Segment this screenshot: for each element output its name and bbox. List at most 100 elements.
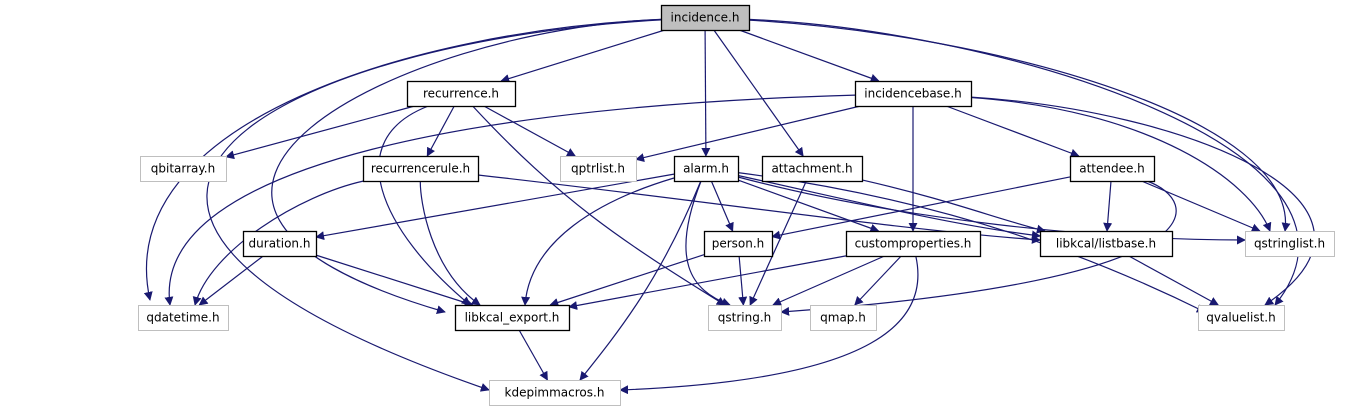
node-qstringlist: qstringlist.h <box>1245 231 1335 257</box>
edge-incidence-to-attachment <box>713 29 804 157</box>
edge-incidencebase-to-attendee <box>945 105 1080 158</box>
node-box <box>138 305 229 331</box>
edge-incidence-to-qdatetime <box>143 18 662 301</box>
edge-alarm-to-qstringlist <box>737 176 1246 245</box>
node-customproperties[interactable]: customproperties.h <box>845 230 982 258</box>
node-label: customproperties.h <box>855 237 972 251</box>
node-label: libkcal/listbase.h <box>1056 237 1156 251</box>
edge-recurrence-to-libkcal_export <box>378 105 471 306</box>
edge-recurrencerule-to-libkcal_export <box>419 180 481 306</box>
edge-recurrence-to-recurrencerule <box>426 105 455 157</box>
edge-attendee-to-person <box>771 176 1071 240</box>
edge-incidencebase-to-qstringlist <box>970 96 1272 232</box>
node-box <box>845 230 982 258</box>
node-label: kdepimmacros.h <box>505 386 605 400</box>
node-box <box>761 155 864 183</box>
node-attachment[interactable]: attachment.h <box>761 155 864 183</box>
edge-incidencebase-to-qdatetime <box>164 94 856 306</box>
node-box <box>406 80 517 108</box>
node-box <box>560 156 637 182</box>
node-libkcal_export[interactable]: libkcal_export.h <box>454 304 571 332</box>
node-box <box>140 156 227 182</box>
edge-recurrencerule-to-listbase <box>477 174 1041 244</box>
node-label: qstring.h <box>718 311 771 325</box>
node-label: person.h <box>712 237 765 251</box>
node-box <box>1245 231 1335 257</box>
node-label: duration.h <box>249 237 311 251</box>
node-kdepimmacros: kdepimmacros.h <box>489 380 621 406</box>
node-label: recurrence.h <box>423 87 499 101</box>
node-qdatetime: qdatetime.h <box>138 305 229 331</box>
node-recurrencerule[interactable]: recurrencerule.h <box>362 155 480 183</box>
node-attendee[interactable]: attendee.h <box>1069 155 1156 183</box>
node-box <box>362 155 480 183</box>
node-qmap: qmap.h <box>810 305 877 331</box>
node-duration[interactable]: duration.h <box>242 230 318 258</box>
node-alarm[interactable]: alarm.h <box>673 155 740 183</box>
edge-customproperties-to-qstring <box>772 255 885 306</box>
node-label: qmap.h <box>820 311 866 325</box>
edge-customproperties-to-kdepimmacros <box>619 255 919 395</box>
edge-libkcal_export-to-kdepimmacros <box>518 329 548 381</box>
node-label: libkcal_export.h <box>465 311 560 325</box>
node-box <box>703 230 774 258</box>
node-box <box>1069 155 1156 183</box>
edge-person-to-libkcal_export <box>549 254 705 307</box>
edge-attachment-to-qstring <box>749 180 807 306</box>
edge-incidence-to-incidencebase <box>739 29 880 83</box>
node-box <box>810 305 877 331</box>
edge-listbase-to-qvaluelist <box>1128 255 1219 306</box>
edge-recurrencerule-to-qdatetime <box>192 180 364 306</box>
node-box <box>242 230 318 258</box>
edge-recurrence-to-qstring <box>472 105 726 306</box>
node-incidencebase[interactable]: incidencebase.h <box>854 80 973 108</box>
node-incidence[interactable]: incidence.h <box>660 4 751 32</box>
edge-alarm-to-customproperties <box>737 179 880 233</box>
edge-incidence-to-recurrence <box>500 29 666 83</box>
edge-incidence-to-libkcal_export <box>271 18 662 315</box>
edge-customproperties-to-libkcal_export <box>568 255 847 310</box>
node-qstring: qstring.h <box>708 305 782 331</box>
edge-incidence-to-qstringlist <box>748 19 1291 232</box>
edge-incidence-to-alarm <box>701 29 711 157</box>
edge-alarm-to-duration <box>315 173 675 241</box>
edge-attendee-to-qstringlist <box>1141 180 1261 232</box>
node-qbitarray: qbitarray.h <box>140 156 227 182</box>
node-label: attachment.h <box>771 162 852 176</box>
node-label: qstringlist.h <box>1254 237 1325 251</box>
node-listbase[interactable]: libkcal/listbase.h <box>1039 230 1174 258</box>
node-label: qdatetime.h <box>146 311 219 325</box>
edge-person-to-qstring <box>738 255 748 306</box>
node-label: incidencebase.h <box>864 87 961 101</box>
edge-alarm-to-listbase <box>737 174 1041 240</box>
node-box <box>708 305 782 331</box>
node-recurrence[interactable]: recurrence.h <box>406 80 517 108</box>
node-box <box>673 155 740 183</box>
node-label: recurrencerule.h <box>371 162 470 176</box>
node-qvaluelist: qvaluelist.h <box>1198 305 1285 331</box>
node-qptrlist: qptrlist.h <box>560 156 637 182</box>
node-label: attendee.h <box>1079 162 1145 176</box>
edge-incidencebase-to-qptrlist <box>635 105 861 162</box>
node-person[interactable]: person.h <box>703 230 774 258</box>
node-label: qptrlist.h <box>571 162 625 176</box>
edge-recurrence-to-qbitarray <box>225 105 415 160</box>
edge-alarm-to-person <box>710 180 734 232</box>
edge-customproperties-to-qmap <box>854 255 902 306</box>
edge-recurrence-to-qptrlist <box>483 105 576 157</box>
node-box <box>660 4 751 32</box>
edge-alarm-to-qvaluelist <box>737 172 1206 313</box>
edge-alarm-to-kdepimmacros <box>579 180 702 381</box>
node-box <box>1039 230 1174 258</box>
node-box <box>854 80 973 108</box>
edge-duration-to-libkcal_export <box>315 254 474 307</box>
node-label: incidence.h <box>671 11 740 25</box>
edge-incidencebase-to-qvaluelist <box>970 96 1316 306</box>
edge-alarm-to-libkcal_export <box>521 177 675 306</box>
node-box <box>1198 305 1285 331</box>
node-box <box>489 380 621 406</box>
node-label: qbitarray.h <box>151 162 215 176</box>
node-label: alarm.h <box>683 162 729 176</box>
edge-alarm-to-qstring <box>685 180 731 307</box>
